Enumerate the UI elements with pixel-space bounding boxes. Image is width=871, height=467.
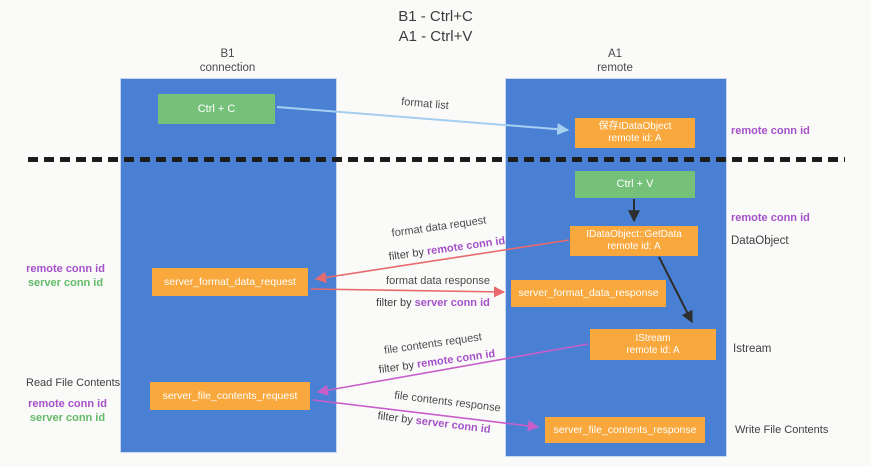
- remote-conn-id-text: remote conn id: [416, 347, 496, 371]
- dataobject-annotation: DataObject: [731, 235, 789, 247]
- save-dataobject-line2: remote id: A: [608, 133, 662, 144]
- left-conn-id-pair-1: remote conn id server conn id: [18, 262, 113, 290]
- istream-annotation: Istream: [733, 343, 772, 355]
- left-conn-id-pair-2: remote conn id server conn id: [20, 397, 115, 425]
- right-column-role: remote: [597, 62, 633, 74]
- server-format-data-request-label: server_format_data_request: [164, 275, 296, 288]
- ctrl-v-node: Ctrl + V: [575, 171, 695, 198]
- ctrl-c-label: Ctrl + C: [197, 102, 236, 115]
- server-format-data-response-node: server_format_data_response: [511, 280, 666, 307]
- remote-conn-id-annotation: remote conn id: [26, 263, 105, 275]
- format-data-response-filter-label: filter by server conn id: [373, 297, 493, 309]
- remote-conn-id-annotation: remote conn id: [28, 398, 107, 410]
- format-data-request-filter-label: filter by remote conn id: [383, 234, 511, 264]
- getdata-line2: remote id: A: [607, 241, 661, 252]
- remote-conn-id-text: remote conn id: [426, 234, 506, 258]
- server-conn-id-annotation: server conn id: [27, 277, 104, 289]
- filter-by-text: filter by: [376, 410, 417, 427]
- server-format-data-response-label: server_format_data_response: [518, 287, 659, 299]
- left-column-role: connection: [199, 62, 256, 74]
- right-column-name: A1: [607, 48, 623, 60]
- read-file-contents-annotation: Read File Contents: [26, 377, 121, 389]
- istream-node: IStream remote id: A: [590, 329, 716, 360]
- ctrl-v-label: Ctrl + V: [616, 178, 654, 190]
- filter-by-text: filter by: [376, 297, 415, 309]
- format-data-response-label: format data response: [386, 275, 490, 287]
- server-conn-id-text: server conn id: [414, 297, 490, 309]
- format-list-label: format list: [400, 95, 450, 113]
- getdata-line1: IDataObject::GetData: [586, 229, 682, 240]
- right-column-header: A1 remote: [505, 47, 725, 75]
- save-dataobject-node: 保存IDataObject remote id: A: [575, 118, 695, 148]
- format-data-request-label: format data request: [390, 214, 488, 240]
- ctrl-c-node: Ctrl + C: [158, 94, 275, 124]
- save-dataobject-line1: 保存IDataObject: [598, 121, 672, 132]
- format-data-response-arrow: [310, 286, 506, 298]
- remote-conn-id-annotation-mid: remote conn id: [731, 212, 810, 224]
- diagram-title: B1 - Ctrl+C A1 - Ctrl+V: [0, 7, 871, 47]
- server-file-contents-response-label: server_file_contents_response: [553, 423, 697, 436]
- server-file-contents-response-node: server_file_contents_response: [545, 417, 705, 443]
- title-line-2: A1 - Ctrl+V: [398, 28, 473, 45]
- left-column-header: B1 connection: [120, 47, 335, 75]
- istream-line1: IStream: [635, 332, 671, 344]
- server-format-data-request-node: server_format_data_request: [152, 268, 308, 296]
- left-column-name: B1: [220, 48, 235, 60]
- title-line-1: B1 - Ctrl+C: [398, 8, 473, 25]
- server-conn-id-annotation: server conn id: [29, 412, 106, 424]
- server-conn-id-text: server conn id: [415, 414, 492, 436]
- server-file-contents-request-node: server_file_contents_request: [150, 382, 310, 410]
- write-file-contents-annotation: Write File Contents: [735, 424, 829, 436]
- server-file-contents-request-label: server_file_contents_request: [162, 389, 298, 402]
- file-contents-response-label: file contents response: [393, 389, 502, 415]
- remote-conn-id-annotation-top: remote conn id: [731, 125, 810, 137]
- istream-line2: remote id: A: [626, 344, 680, 356]
- filter-by-text: filter by: [388, 245, 428, 264]
- idataobject-getdata-node: IDataObject::GetData remote id: A: [570, 226, 698, 256]
- clipboard-boundary-divider: [28, 157, 845, 162]
- filter-by-text: filter by: [378, 358, 418, 377]
- file-contents-response-filter-label: filter by server conn id: [373, 410, 496, 437]
